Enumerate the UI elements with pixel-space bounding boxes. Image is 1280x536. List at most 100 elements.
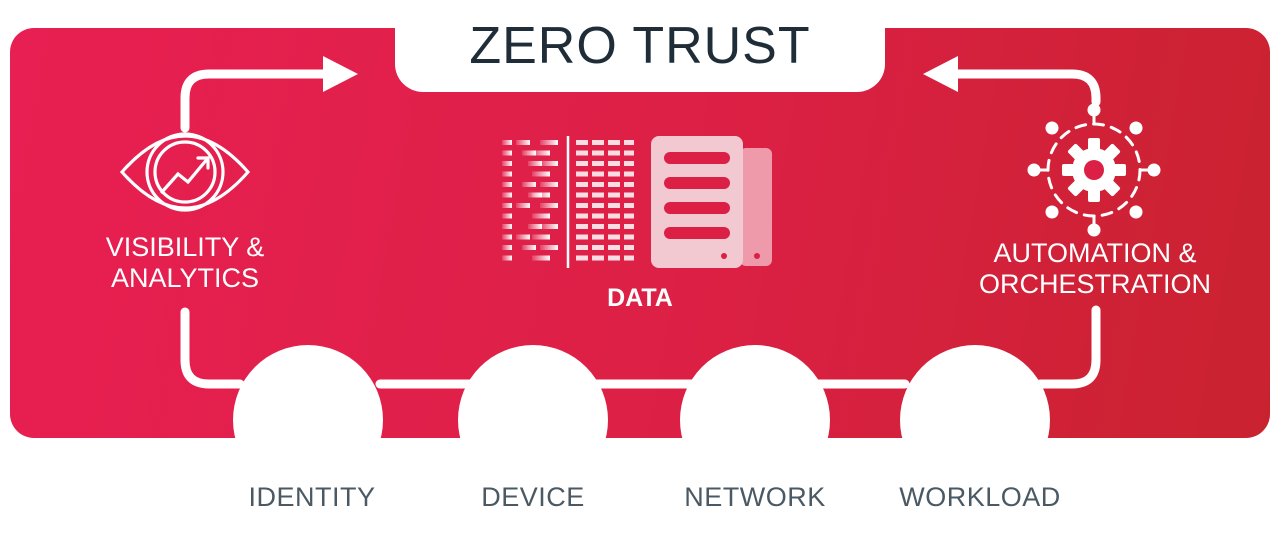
data-stream-dash — [528, 161, 542, 166]
data-stream-dash — [502, 171, 512, 177]
data-stream-dash — [576, 171, 588, 177]
title-tab: ZERO TRUST — [395, 0, 885, 92]
data-stream-dash — [576, 182, 588, 187]
data-stream-dash — [502, 150, 512, 156]
left-loop-line — [180, 69, 335, 133]
data-stream-dash — [528, 224, 542, 229]
data-stream-dash — [502, 182, 512, 187]
eye-analytics-icon — [119, 132, 251, 212]
data-stream-dash — [540, 245, 558, 250]
data-stream-dash — [532, 213, 550, 219]
flow-lines — [180, 69, 1101, 389]
data-stream-dash — [532, 150, 550, 156]
data-stream-dash — [624, 203, 634, 208]
data-stream-dash — [540, 140, 558, 145]
data-stream-dash — [608, 224, 620, 229]
data-stream-dash — [502, 213, 512, 219]
device-circle — [458, 345, 608, 495]
data-stream-dash — [576, 234, 588, 240]
data-stream-dash — [532, 234, 550, 240]
data-stream-dash — [592, 161, 604, 166]
data-stream-dash — [532, 255, 550, 261]
data-stream-dash — [502, 192, 512, 198]
device-label: DEVICE — [481, 482, 585, 512]
data-stream-dash — [608, 203, 620, 208]
page-title: ZERO TRUST — [469, 17, 811, 75]
data-stream-dash — [624, 213, 634, 219]
data-stream-dash — [592, 255, 604, 261]
data-stream-dash — [608, 171, 620, 177]
data-stream-dash — [592, 171, 604, 177]
data-stream-dash — [502, 161, 512, 166]
data-stream-dash — [516, 203, 530, 208]
data-stream-dash — [540, 161, 558, 166]
data-stream-dash — [540, 203, 558, 208]
data-stream-dash — [608, 150, 620, 156]
data-stream-dash — [516, 140, 530, 145]
data-stream-dash — [624, 150, 634, 156]
data-stream-dash — [576, 140, 588, 145]
data-stream-dash — [608, 245, 620, 250]
data-stream-dash — [624, 182, 634, 187]
data-stream-dash — [592, 192, 604, 198]
data-stream-dash — [532, 171, 550, 177]
data-stream-dash — [592, 213, 604, 219]
automation-orchestration-label: AUTOMATION & ORCHESTRATION — [978, 238, 1211, 300]
data-stream-dash — [608, 213, 620, 219]
data-stream-dash — [624, 224, 634, 229]
data-stream-dash — [592, 140, 604, 145]
data-stream-dash — [502, 203, 512, 208]
arrow-right-icon — [323, 56, 358, 92]
data-stream-dash — [608, 192, 620, 198]
data-stream-dash — [592, 245, 604, 250]
data-stream-dash — [502, 140, 512, 145]
data-stream-dash — [624, 234, 634, 240]
data-stream-dash — [576, 245, 588, 250]
data-stream-dash — [576, 213, 588, 219]
identity-label: IDENTITY — [248, 482, 376, 512]
network-label: NETWORK — [684, 482, 826, 512]
data-stream-dash — [502, 255, 512, 261]
data-stream-dash — [608, 140, 620, 145]
data-stream-dash — [592, 234, 604, 240]
gear-network-icon — [1027, 103, 1161, 237]
data-server-icon — [502, 136, 772, 268]
data-stream-dash — [522, 150, 536, 156]
data-stream-dash — [576, 224, 588, 229]
data-stream-dash — [576, 203, 588, 208]
data-stream-dash — [608, 161, 620, 166]
data-stream-dash — [608, 182, 620, 187]
data-stream-dash — [516, 234, 530, 240]
data-stream-dash — [576, 150, 588, 156]
data-stream-dash — [522, 182, 536, 187]
data-stream-dash — [624, 245, 634, 250]
data-stream-dash — [624, 140, 634, 145]
right-loop-line — [950, 69, 1101, 107]
data-label: DATA — [607, 284, 673, 312]
data-stream-dash — [624, 171, 634, 177]
data-stream-dash — [608, 255, 620, 261]
data-stream-dash — [502, 234, 512, 240]
gear-icon — [1062, 138, 1126, 202]
data-stream-dash — [576, 192, 588, 198]
data-stream-bars — [502, 140, 634, 261]
data-stream-dash — [608, 234, 620, 240]
data-stream-dash — [502, 245, 512, 250]
identity-circle — [233, 345, 383, 495]
data-stream-dash — [592, 224, 604, 229]
data-stream-dash — [624, 192, 634, 198]
data-stream-dash — [540, 182, 558, 187]
visibility-analytics-label: VISIBILITY & ANALYTICS — [105, 232, 265, 294]
data-stream-dash — [624, 255, 634, 261]
left-vertical-line — [180, 307, 245, 389]
right-vertical-line — [1035, 305, 1101, 389]
network-circle — [680, 345, 830, 495]
data-stream-dash — [576, 255, 588, 261]
data-stream-dash — [592, 182, 604, 187]
arrow-left-icon — [923, 56, 958, 92]
data-stream-dash — [522, 245, 536, 250]
data-stream-dash — [540, 224, 558, 229]
data-stream-dash — [532, 192, 550, 198]
data-stream-dash — [502, 224, 512, 229]
zero-trust-panel — [10, 28, 1270, 438]
